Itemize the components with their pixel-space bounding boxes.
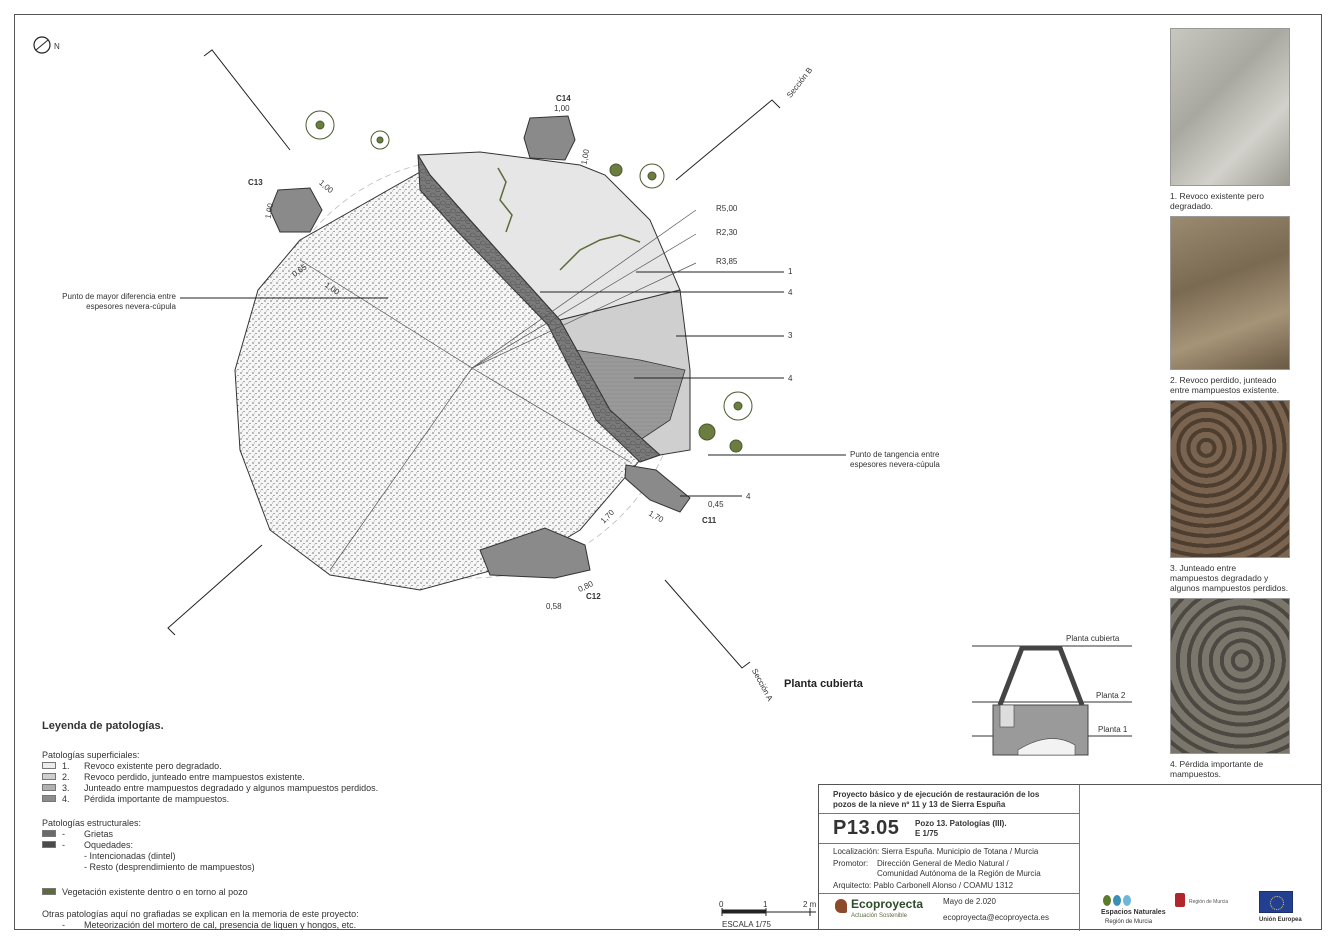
photo-4 [1170, 598, 1290, 754]
legend-row: -Oquedades: [42, 839, 462, 850]
legend-superficiales-title: Patologías superficiales: [42, 750, 140, 760]
legend-row: 4.Pérdida importante de mampuestos. [42, 793, 462, 804]
legend-row: 2.Revoco perdido, junteado entre mampues… [42, 771, 462, 782]
radius-label-1: R5,00 [716, 204, 738, 213]
logo-espacios-sub: Región de Murcia [1105, 919, 1153, 925]
sheet-title: Pozo 13. Patologías (III).E 1/75 [915, 819, 1007, 838]
legend-row: 1.Revoco existente pero degradado. [42, 760, 462, 771]
level-1: Planta 1 [1098, 725, 1128, 734]
swatch-oquedades [42, 841, 56, 848]
callout-5: 4 [746, 492, 751, 501]
dim-9: 0,45 [708, 500, 724, 509]
swatch-grietas [42, 830, 56, 837]
compass-label: N [54, 42, 60, 51]
level-cubierta: Planta cubierta [1066, 634, 1120, 643]
drawing-sheet [14, 14, 1322, 930]
stone-wall-band [417, 154, 661, 463]
callout-2: 4 [788, 288, 793, 297]
sheet-code: P13.05 [833, 817, 900, 839]
legend-row-vegetacion: Vegetación existente dentro o en torno a… [42, 886, 462, 897]
plan-title: Planta cubierta [784, 678, 863, 690]
scale-tick-0: 0 [719, 900, 724, 909]
cut-label-c12: C12 [586, 592, 601, 601]
ecoproyecta-logo-icon [835, 899, 847, 913]
localizacion: Localización: Sierra Espuña. Municipio d… [833, 847, 1039, 856]
callout-leaders [180, 271, 846, 497]
scale-tick-1: 1 [763, 900, 768, 909]
callout-3: 3 [788, 331, 793, 340]
swatch-3 [42, 784, 56, 791]
level-2: Planta 2 [1096, 691, 1126, 700]
cut-label-c13: C13 [248, 178, 263, 187]
region-murcia-logo-icon [1175, 893, 1185, 907]
legend-row: -Grietas [42, 828, 462, 839]
vegetation-icons [305, 110, 753, 453]
cut-label-c11: C11 [702, 516, 717, 525]
company-name: Ecoproyecta [851, 897, 924, 911]
email: ecoproyecta@ecoproyecta.es [943, 913, 1049, 922]
radius-lines [299, 209, 697, 571]
swatch-4 [42, 795, 56, 802]
swatch-2 [42, 773, 56, 780]
scale-tick-2: 2 m [803, 900, 817, 909]
swatch-1 [42, 762, 56, 769]
logo-region-murcia: Región de Murcia [1189, 899, 1229, 905]
title-block: Proyecto básico y de ejecución de restau… [818, 784, 1322, 931]
project-title: Proyecto básico y de ejecución de restau… [833, 790, 1040, 809]
legend-title: Leyenda de patologías. [42, 720, 164, 732]
scale-bar-graphic [721, 908, 816, 916]
section-lines [167, 49, 781, 669]
photo-2 [1170, 216, 1290, 370]
scale-label: ESCALA 1/75 [722, 920, 771, 929]
date: Mayo de 2.020 [943, 897, 996, 906]
north-arrow-icon [33, 36, 51, 54]
espacios-naturales-logo-icon [1103, 893, 1139, 907]
radius-label-2: R2,30 [716, 228, 738, 237]
legend-otras-title: Otras patologías aquí no grafiadas se ex… [42, 909, 359, 919]
swatch-vegetacion [42, 888, 56, 895]
promotor-label: Promotor: [833, 859, 869, 868]
cracks [497, 167, 641, 271]
callout-4: 4 [788, 374, 793, 383]
legend-row: -Meteorización del mortero de cal, prese… [62, 919, 357, 930]
photo-3 [1170, 400, 1290, 558]
section-diagram [972, 645, 1132, 756]
dim-1: 1,00 [554, 104, 570, 113]
radius-label-3: R3,85 [716, 257, 738, 266]
promotor: Dirección General de Medio Natural /Comu… [877, 859, 1041, 878]
cut-blocks [269, 115, 691, 579]
legend: Leyenda de patologías. Patologías superf… [42, 720, 462, 930]
dim-11: 0,58 [546, 602, 562, 611]
callout-1: 1 [788, 267, 793, 276]
eu-flag-icon [1259, 891, 1293, 913]
company-sub: Actuación Sostenible [851, 913, 908, 919]
legend-estructurales-title: Patologías estructurales: [42, 818, 142, 828]
photo-1 [1170, 28, 1290, 186]
legend-row: - Resto (desprendimiento de mampuestos) [84, 861, 255, 872]
legend-row: 3.Junteado entre mampuestos degradado y … [42, 782, 462, 793]
legend-row: - Intencionadas (dintel) [84, 850, 176, 861]
logo-union-europea: Unión Europea [1259, 917, 1302, 923]
cut-label-c14: C14 [556, 94, 571, 103]
arquitecto: Arquitecto: Pablo Carbonell Alonso / COA… [833, 881, 1014, 890]
logo-espacios-naturales: Espacios Naturales [1101, 909, 1166, 916]
